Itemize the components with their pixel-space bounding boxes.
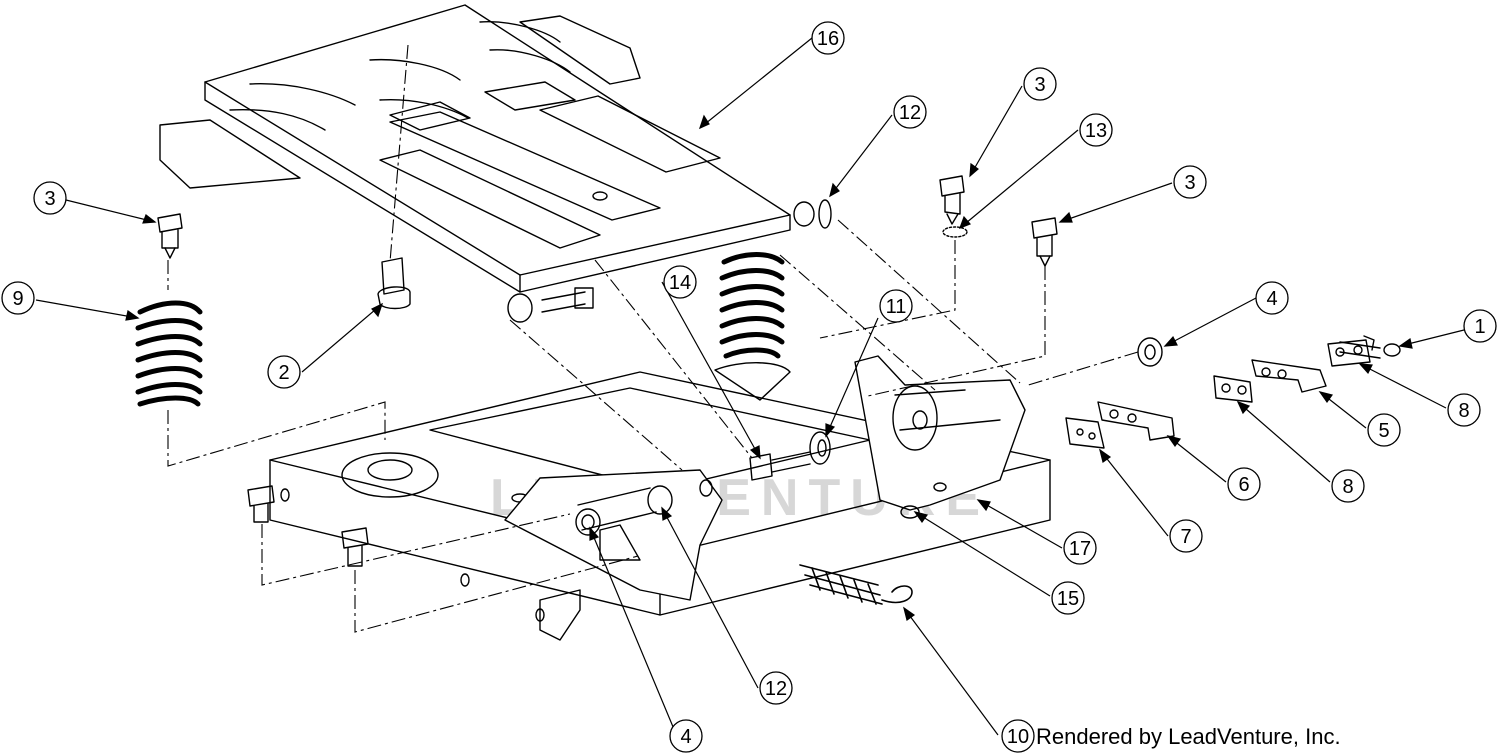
callout-14: 14 (663, 265, 697, 299)
bolt-frame-left (247, 485, 275, 523)
callout-8-lower: 8 (1331, 469, 1365, 503)
svg-text:3: 3 (44, 188, 55, 210)
callout-12-top: 12 (893, 95, 927, 129)
bolt-3-right (1031, 217, 1058, 267)
svg-text:5: 5 (1378, 420, 1389, 442)
svg-text:10: 10 (1007, 726, 1029, 748)
svg-text:9: 9 (12, 288, 23, 310)
callout-6: 6 (1227, 467, 1261, 501)
svg-text:14: 14 (669, 272, 691, 294)
plate-8-upper (1327, 339, 1371, 367)
callout-11: 11 (879, 289, 913, 323)
assembly-lines (167, 44, 1139, 633)
callout-1: 1 (1463, 309, 1497, 343)
render-credit: Rendered by LeadVenture, Inc. (1036, 724, 1341, 749)
svg-text:7: 7 (1180, 526, 1191, 548)
svg-text:1: 1 (1474, 316, 1485, 338)
shoulder-bolt-2 (377, 257, 411, 310)
spring-9 (135, 300, 203, 407)
callout-12-bottom: 12 (759, 671, 793, 705)
callout-3-left: 3 (33, 181, 67, 215)
lock-washer-13 (942, 226, 968, 238)
svg-text:15: 15 (1057, 588, 1079, 610)
leader-lines (35, 37, 1465, 736)
svg-text:3: 3 (1034, 74, 1045, 96)
callout-10: 10 (1001, 719, 1035, 753)
callout-17: 17 (1063, 531, 1097, 565)
callout-13: 13 (1079, 113, 1113, 147)
callout-3-right: 3 (1173, 165, 1207, 199)
svg-text:4: 4 (680, 726, 691, 748)
callout-5: 5 (1367, 413, 1401, 447)
bolt-14 (749, 451, 811, 481)
clip-7 (1065, 417, 1105, 449)
plate-8-lower (1213, 375, 1253, 403)
bolt-3-mid (939, 175, 965, 225)
callout-7: 7 (1169, 519, 1203, 553)
callout-9: 9 (1, 281, 35, 315)
svg-text:16: 16 (817, 28, 839, 50)
nut-4-right (1137, 337, 1163, 367)
svg-text:13: 13 (1085, 120, 1107, 142)
callout-4-bottom: 4 (669, 719, 703, 753)
spring-center-seat (714, 362, 791, 401)
bolt-frame-mid (341, 527, 369, 567)
bracket-5 (1251, 359, 1327, 393)
svg-text:17: 17 (1069, 538, 1091, 560)
svg-text:12: 12 (765, 678, 787, 700)
callout-4-right: 4 (1255, 281, 1289, 315)
pin-1 (1339, 335, 1401, 359)
callout-3-top: 3 (1023, 67, 1057, 101)
callout-15: 15 (1051, 581, 1085, 615)
callout-8-right: 8 (1447, 393, 1481, 427)
svg-text:8: 8 (1342, 476, 1353, 498)
svg-text:8: 8 (1458, 400, 1469, 422)
extension-spring-10 (799, 564, 913, 605)
svg-text:6: 6 (1238, 474, 1249, 496)
bracket-6 (1097, 401, 1175, 441)
seat-pan (159, 4, 832, 323)
svg-text:2: 2 (278, 362, 289, 384)
front-hinge-bracket (504, 469, 723, 601)
washer-11 (809, 431, 831, 465)
svg-text:11: 11 (886, 296, 907, 318)
callout-16: 16 (811, 21, 845, 55)
spring-center (719, 252, 785, 359)
callout-2: 2 (267, 355, 301, 389)
bolt-3-left (157, 213, 183, 259)
svg-text:3: 3 (1184, 172, 1195, 194)
rear-latch-bracket (854, 355, 1026, 519)
svg-text:12: 12 (899, 102, 921, 124)
svg-text:4: 4 (1266, 288, 1277, 310)
